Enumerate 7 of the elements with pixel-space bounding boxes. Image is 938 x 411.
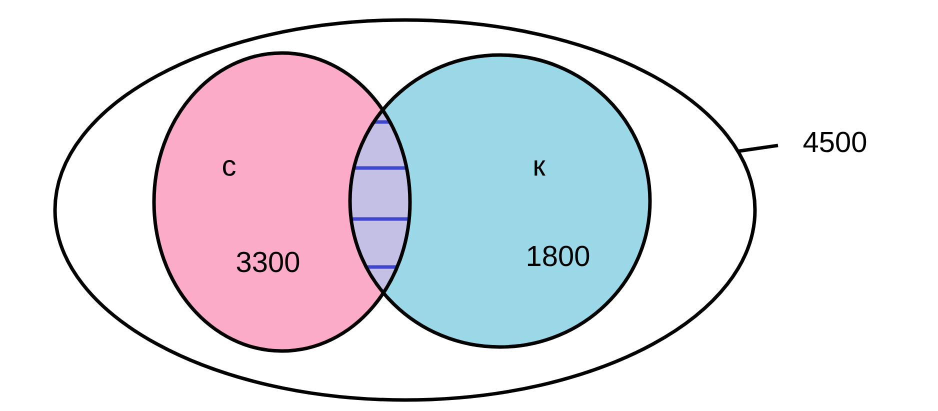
set-letter: к: [534, 160, 546, 176]
ellipse: [53, 18, 757, 402]
set-letter: с: [223, 160, 236, 176]
count-value: 3300: [236, 252, 300, 272]
leader-line: [738, 144, 778, 154]
count-value: 4500: [803, 132, 866, 152]
count-value: 1800: [528, 246, 590, 266]
